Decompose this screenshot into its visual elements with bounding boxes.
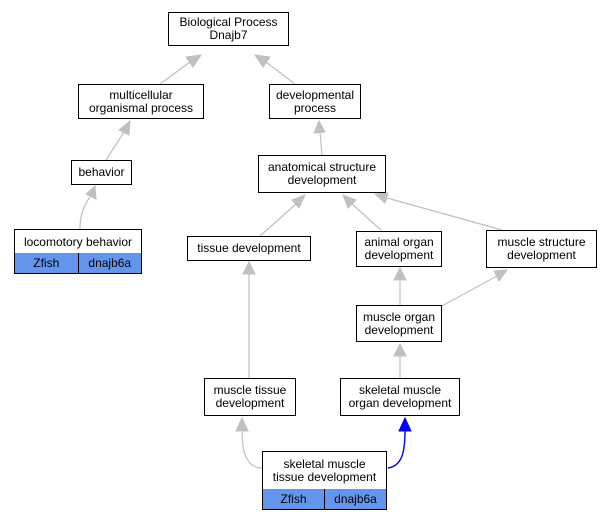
gene-node-skeletal-muscle-tissue-development-annotations: Zfish dnajb6a (263, 489, 386, 509)
gene-node-locomotory-behavior[interactable]: locomotory behavior Zfish dnajb6a (14, 229, 142, 274)
node-tissue-development-label: tissue development (197, 241, 301, 255)
node-animal-organ-development-label: animal organ development (364, 235, 434, 262)
gene-cell[interactable]: dnajb6a (324, 489, 386, 509)
node-multicellular-organismal-process-label: multicellular organismal process (88, 87, 194, 115)
edge-behavior-to-multicellular (105, 119, 131, 161)
node-animal-organ-development[interactable]: animal organ development (356, 231, 442, 267)
gene-node-locomotory-behavior-title: locomotory behavior (15, 230, 141, 255)
node-anatomical-structure-development[interactable]: anatomical structure development (258, 155, 386, 193)
edge-skeletal-tissue-to-skeletal-organ (387, 416, 412, 469)
edge-muscle-organ-to-muscle-structure (439, 269, 509, 308)
gene-cell[interactable]: dnajb6a (77, 253, 141, 273)
edge-anatomical-to-developmental (313, 119, 326, 156)
node-skeletal-muscle-organ-development[interactable]: skeletal muscle organ development (340, 378, 460, 416)
gene-node-locomotory-behavior-annotations: Zfish dnajb6a (15, 253, 141, 273)
edge-muscle-organ-to-animal-organ (393, 266, 407, 305)
node-tissue-development[interactable]: tissue development (187, 236, 311, 261)
gene-node-skeletal-muscle-tissue-development[interactable]: skeletal muscle tissue development Zfish… (262, 451, 387, 510)
node-biological-process-label: Biological Process Dnajb7 (179, 15, 278, 42)
gene-node-skeletal-muscle-tissue-development-title: skeletal muscle tissue development (263, 452, 386, 490)
edge-tissue-to-anatomical (259, 194, 306, 237)
edge-animal-organ-to-anatomical (342, 194, 382, 231)
node-muscle-organ-development-label: muscle organ development (362, 309, 436, 337)
node-behavior-label: behavior (78, 165, 125, 179)
node-skeletal-muscle-organ-development-label: skeletal muscle organ development (348, 383, 452, 410)
edge-locomotory-to-behavior (79, 184, 97, 230)
node-anatomical-structure-development-label: anatomical structure development (267, 160, 377, 187)
edge-multicellular-to-biological-process (159, 54, 203, 85)
node-muscle-structure-development[interactable]: muscle structure development (486, 230, 597, 268)
node-muscle-organ-development[interactable]: muscle organ development (356, 305, 442, 342)
edge-skeletal-organ-to-muscle-organ (393, 342, 407, 378)
edge-developmental-to-biological-process (253, 54, 296, 85)
species-cell[interactable]: Zfish (15, 253, 78, 273)
node-muscle-tissue-development-label: muscle tissue development (213, 383, 287, 410)
edge-muscle-tissue-to-tissue (242, 260, 256, 378)
node-biological-process[interactable]: Biological Process Dnajb7 (168, 12, 289, 46)
node-developmental-process[interactable]: developmental process (269, 84, 361, 119)
node-behavior[interactable]: behavior (71, 160, 132, 185)
species-cell[interactable]: Zfish (263, 489, 324, 509)
node-multicellular-organismal-process[interactable]: multicellular organismal process (78, 84, 204, 119)
node-muscle-structure-development-label: muscle structure development (497, 235, 586, 262)
edge-skeletal-tissue-to-muscle-tissue (235, 416, 263, 469)
node-developmental-process-label: developmental process (275, 87, 355, 115)
node-muscle-tissue-development[interactable]: muscle tissue development (204, 378, 296, 416)
edge-muscle-structure-to-anatomical (373, 192, 503, 231)
